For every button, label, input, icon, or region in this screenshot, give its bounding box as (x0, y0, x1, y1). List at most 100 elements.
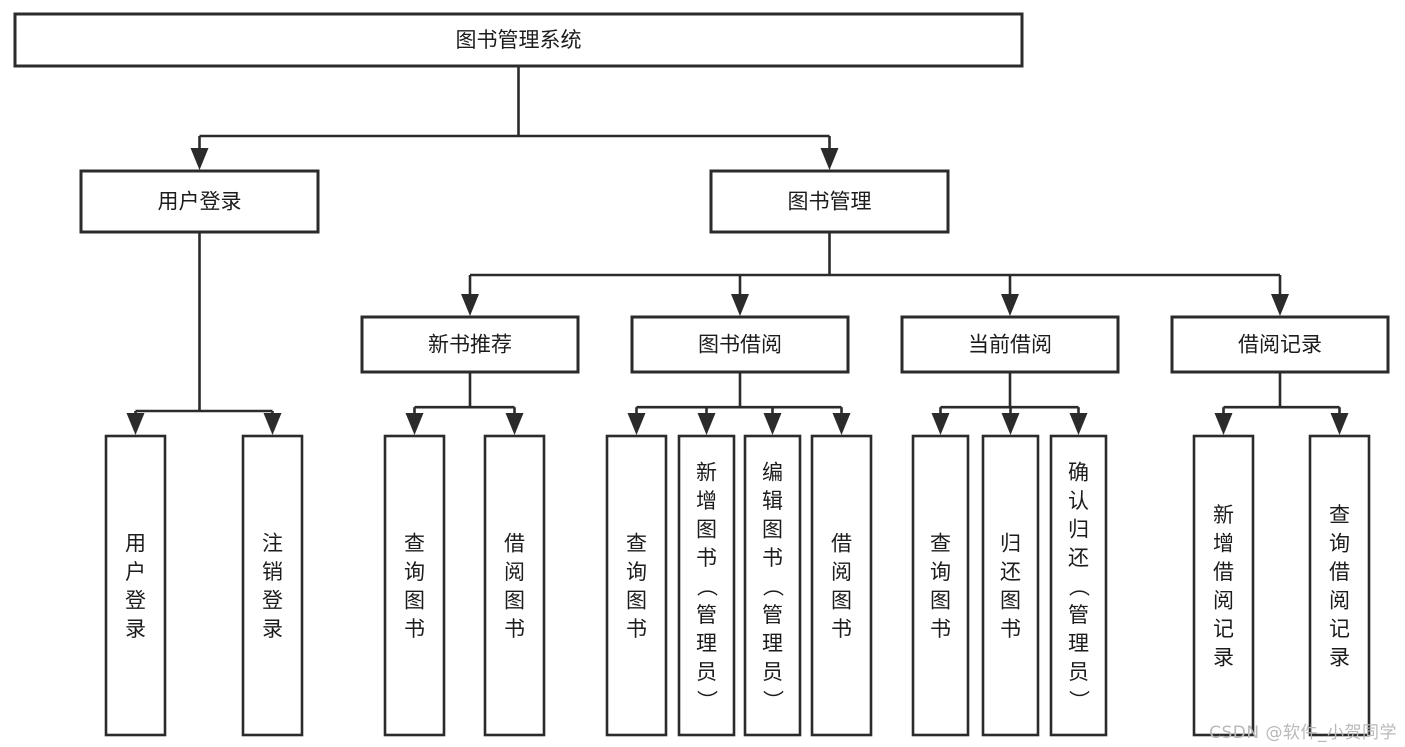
node-label-char: 阅 (831, 560, 852, 584)
node-box (810, 434, 873, 737)
node-label: 新书推荐 (428, 333, 512, 357)
node-label-char: 查 (626, 532, 647, 556)
node-label-char: 还 (1068, 546, 1089, 570)
node-label-char: 辑 (762, 489, 783, 513)
node-label-char: （ (761, 576, 785, 597)
node-label-char: 归 (1000, 532, 1021, 556)
node-leaf_user_login[interactable]: 用户登录 (104, 434, 167, 737)
node-label-char: 阅 (504, 560, 525, 584)
node-label-char: 询 (930, 560, 951, 584)
node-label-char: 录 (262, 617, 283, 641)
node-label-char: 图 (762, 517, 783, 541)
node-label-char: 户 (125, 560, 146, 584)
node-label-char: 登 (125, 589, 146, 613)
node-label-char: 录 (1213, 646, 1234, 670)
node-label-char: 图 (831, 589, 852, 613)
node-label-char: 书 (404, 617, 425, 641)
node-label-char: 理 (1068, 631, 1089, 655)
node-label-char: 图 (626, 589, 647, 613)
node-label-char: 增 (1213, 532, 1234, 556)
node-label-char: ） (695, 690, 719, 711)
node-label-char: 借 (831, 532, 852, 556)
node-box (1308, 434, 1371, 737)
node-label: 借阅记录 (1238, 333, 1322, 357)
node-label-char: 书 (930, 617, 951, 641)
node-label-char: 登 (262, 589, 283, 613)
node-label-char: 用 (125, 532, 146, 556)
node-box (13, 12, 1024, 68)
node-box (981, 434, 1040, 737)
node-box (911, 434, 970, 737)
node-label-char: 借 (1213, 560, 1234, 584)
node-label-char: 查 (404, 532, 425, 556)
node-box (1170, 315, 1390, 374)
node-book_borrow[interactable]: 图书借阅 (630, 315, 850, 374)
node-label-char: 书 (762, 546, 783, 570)
node-label-char: 录 (1329, 646, 1350, 670)
node-label-char: （ (695, 576, 719, 597)
node-label: 当前借阅 (968, 333, 1052, 357)
node-box (383, 434, 446, 737)
node-box (709, 169, 950, 234)
node-label-char: 图 (696, 517, 717, 541)
node-label-char: 新 (696, 460, 717, 484)
node-label-char: 管 (762, 603, 783, 627)
node-new_book_rec[interactable]: 新书推荐 (360, 315, 580, 374)
node-user_login[interactable]: 用户登录 (79, 169, 320, 234)
node-label-char: 员 (1068, 660, 1089, 684)
node-label-char: 记 (1329, 617, 1350, 641)
node-label-char: 还 (1000, 560, 1021, 584)
node-box (360, 315, 580, 374)
node-label-char: 阅 (1329, 589, 1350, 613)
node-label: 图书管理 (788, 190, 872, 214)
node-root-root[interactable]: 图书管理系统 (13, 12, 1024, 68)
node-label-char: 注 (262, 532, 283, 556)
node-label-char: 图 (930, 589, 951, 613)
node-label-char: 图 (404, 589, 425, 613)
node-book_manage[interactable]: 图书管理 (709, 169, 950, 234)
node-box (1192, 434, 1255, 737)
node-label-char: 理 (762, 631, 783, 655)
node-label-char: 员 (762, 660, 783, 684)
node-label-char: 图 (504, 589, 525, 613)
node-box (605, 434, 668, 737)
node-label-char: 借 (504, 532, 525, 556)
node-label-char: ） (1067, 690, 1091, 711)
node-label-char: 书 (831, 617, 852, 641)
watermark-text: CSDN @软件_小贺同学 (1209, 723, 1397, 743)
node-box (900, 315, 1120, 374)
node-label-char: 阅 (1213, 589, 1234, 613)
node-label-char: 增 (696, 489, 717, 513)
node-label-char: 借 (1329, 560, 1350, 584)
node-label-char: 书 (504, 617, 525, 641)
node-label-char: 管 (1068, 603, 1089, 627)
node-label-char: 确 (1068, 460, 1089, 484)
node-label: 图书借阅 (698, 333, 782, 357)
node-label-char: 管 (696, 603, 717, 627)
node-label-char: 询 (404, 560, 425, 584)
node-label-char: 销 (262, 560, 283, 584)
node-label-char: 录 (125, 617, 146, 641)
node-label-char: 书 (1000, 617, 1021, 641)
node-borrow_record[interactable]: 借阅记录 (1170, 315, 1390, 374)
node-box (241, 434, 304, 737)
node-label-char: 理 (696, 631, 717, 655)
node-label-char: 认 (1068, 489, 1089, 513)
node-box (630, 315, 850, 374)
node-label-char: 图 (1000, 589, 1021, 613)
node-current_borrow[interactable]: 当前借阅 (900, 315, 1120, 374)
